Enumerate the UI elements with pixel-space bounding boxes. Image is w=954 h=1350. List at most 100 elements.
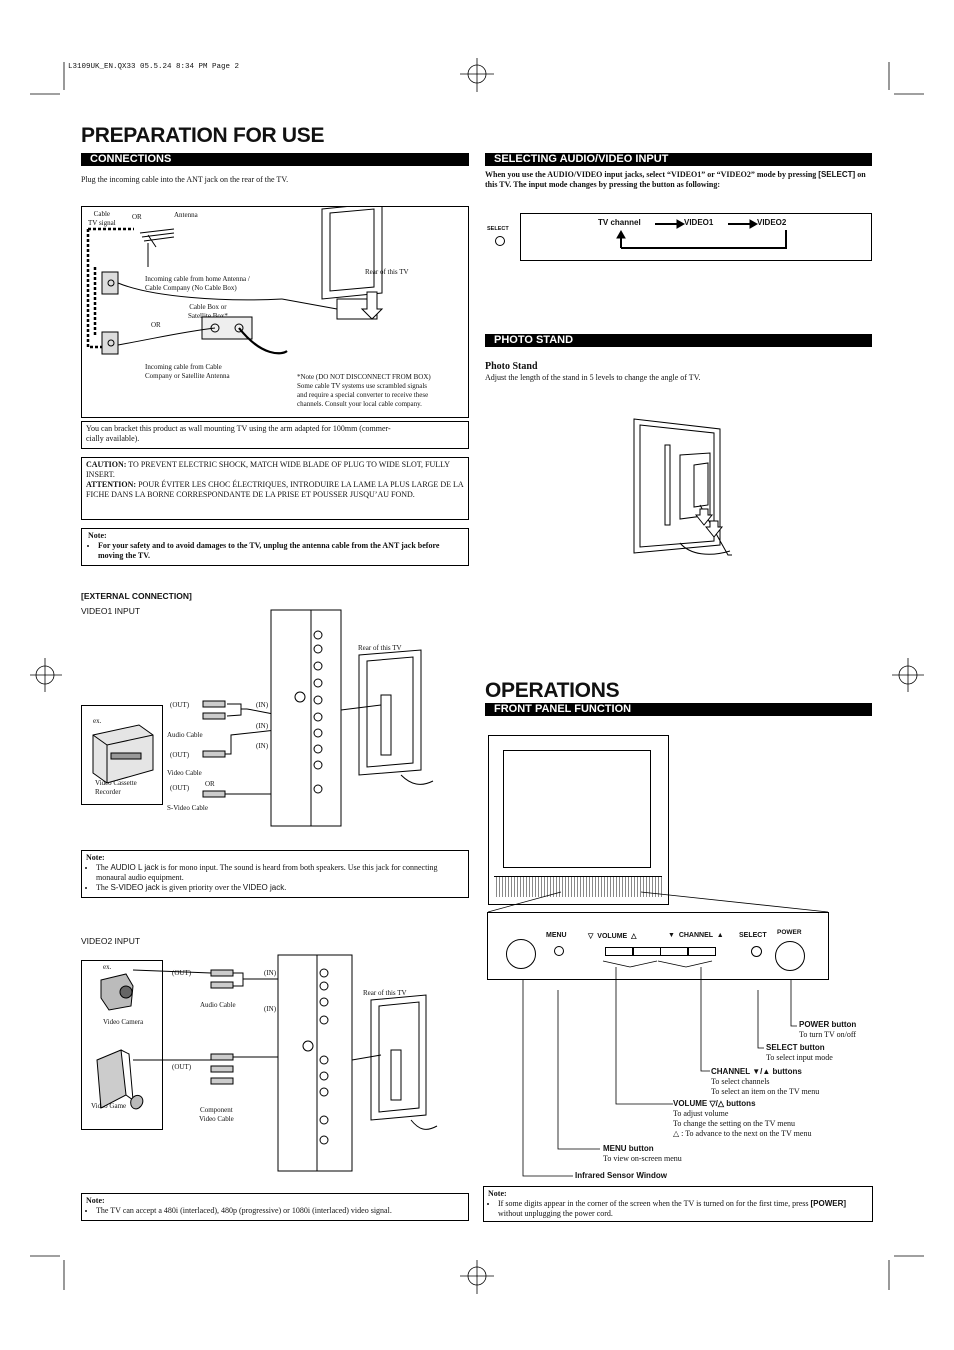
callout-select: SELECT button To select input mode (766, 1043, 833, 1062)
in-label-1: (IN) (256, 701, 269, 709)
page-title-preparation: PREPARATION FOR USE (81, 124, 325, 147)
channel-down-button[interactable] (660, 947, 688, 956)
note-label-3: Note: (86, 1196, 105, 1205)
note-label: Note: (88, 531, 107, 540)
attention-label: ATTENTION: (86, 480, 137, 489)
select-button-label: SELECT (487, 226, 509, 232)
operations-note-text: If some digits appear in the corner of t… (498, 1199, 868, 1219)
video1-input-heading: VIDEO1 INPUT (81, 606, 141, 616)
safety-note-text: For your safety and to avoid damages to … (98, 541, 462, 561)
video1-diagram: ex. Video Cassette Recorder (OUT) (OUT) … (81, 605, 469, 830)
section-photo-stand: PHOTO STAND (485, 334, 872, 347)
component-cable-label: Component Video Cable (199, 1106, 234, 1123)
tv-screen (503, 750, 651, 868)
ex-label-2: ex. (103, 963, 112, 971)
out-label-4: (OUT) (172, 969, 192, 977)
section-selecting: SELECTING AUDIO/VIDEO INPUT (485, 153, 872, 166)
vcr-label: Video Cassette Recorder (95, 779, 137, 796)
section-front-panel: FRONT PANEL FUNCTION (485, 703, 872, 716)
operations-note: Note: If some digits appear in the corne… (483, 1186, 873, 1222)
video2-note: Note: The TV can accept a 480i (interlac… (81, 1193, 469, 1221)
in-label-3: (IN) (256, 742, 269, 750)
or-label-2: OR (151, 321, 161, 329)
rear-tv-label-3: Rear of this TV (363, 989, 407, 997)
video1-illustration (92, 609, 434, 827)
section-connections: CONNECTIONS (81, 153, 469, 166)
note-label-2: Note: (86, 853, 105, 862)
in-label-5: (IN) (264, 1005, 277, 1013)
caution-text: TO PREVENT ELECTRIC SHOCK, MATCH WIDE BL… (86, 460, 450, 479)
volume-down-button[interactable] (605, 947, 633, 956)
descrambler-note: *Note (DO NOT DISCONNECT FROM BOX) Some … (297, 373, 431, 408)
infrared-sensor-window (506, 939, 536, 969)
photo-stand-subtitle: Photo Stand (485, 361, 538, 372)
external-connection-heading: [EXTERNAL CONNECTION] (81, 591, 192, 601)
antenna-label: Antenna (174, 211, 198, 219)
tv-front-illustration (488, 735, 669, 905)
in-label-2: (IN) (256, 722, 269, 730)
callout-channel: CHANNEL ▼/▲ buttons To select channels T… (711, 1067, 820, 1096)
video1-note: Note: The AUDIO L jack is for mono input… (81, 850, 469, 898)
flow-video2: VIDEO2 (757, 218, 787, 227)
antenna-diagram: Cable TV signal OR Antenna Incoming cabl… (81, 206, 469, 418)
out-label-2: (OUT) (170, 751, 190, 759)
menu-label: MENU (546, 932, 567, 939)
select-button[interactable] (495, 236, 505, 246)
video-game-label: Video Game (91, 1102, 127, 1110)
note-label-4: Note: (488, 1189, 507, 1198)
note-item-audio-l: The AUDIO L jack is for mono input. The … (96, 863, 464, 883)
callout-power: POWER button To turn TV on/off (799, 1020, 857, 1039)
photo-stand-text: Adjust the length of the stand in 5 leve… (485, 373, 701, 382)
wall-mount-notice: You can bracket this product as wall mou… (81, 421, 469, 449)
channel-label: ▼ CHANNEL ▲ (668, 932, 724, 939)
out-label-1: (OUT) (170, 701, 190, 709)
source-frame (81, 960, 163, 1130)
connections-intro: Plug the incoming cable into the ANT jac… (81, 175, 289, 184)
caution-box: CAUTION: TO PREVENT ELECTRIC SHOCK, MATC… (81, 457, 469, 520)
selecting-intro: When you use the AUDIO/VIDEO input jacks… (485, 170, 866, 189)
note-item-svideo: The S-VIDEO jack is given priority over … (96, 883, 464, 893)
incoming-home-label: Incoming cable from home Antenna / Cable… (145, 275, 250, 292)
menu-button[interactable] (554, 946, 564, 956)
video2-illustration (96, 954, 438, 1172)
svideo-cable-label: S-Video Cable (167, 804, 208, 812)
panel-select-button[interactable] (751, 946, 762, 957)
video2-input-heading: VIDEO2 INPUT (81, 936, 141, 946)
rear-tv-label: Rear of this TV (365, 268, 409, 276)
callout-volume: VOLUME ▽/△ buttons To adjust volume To c… (673, 1099, 812, 1138)
antenna-illustration (86, 207, 384, 355)
vcr-frame (81, 705, 163, 805)
page-title-operations: OPERATIONS (485, 679, 620, 702)
video2-note-text: The TV can accept a 480i (interlaced), 4… (96, 1206, 464, 1216)
safety-note: Note: For your safety and to avoid damag… (81, 528, 469, 566)
zoom-lines (487, 891, 829, 913)
power-button[interactable] (775, 941, 805, 971)
audio-cable-label-2: Audio Cable (200, 1001, 236, 1009)
attention-text: POUR ÉVITER LES CHOC ÉLECTRIQUES, INTROD… (86, 480, 464, 499)
callout-infrared: Infrared Sensor Window (575, 1171, 667, 1180)
out-label-5: (OUT) (172, 1063, 192, 1071)
video2-diagram: ex. Video Camera Video Game (OUT) (OUT) … (81, 950, 469, 1175)
video-camera-label: Video Camera (103, 1018, 144, 1026)
flow-video1: VIDEO1 (684, 218, 714, 227)
callout-menu: MENU button To view on-screen menu (603, 1144, 682, 1163)
ex-label: ex. (93, 717, 102, 725)
photo-stand-illustration (633, 418, 732, 556)
incoming-cable-label: Incoming cable from Cable Company or Sat… (145, 363, 230, 380)
caution-label: CAUTION: (86, 460, 127, 469)
channel-up-button[interactable] (688, 947, 716, 956)
audio-cable-label: Audio Cable (167, 731, 203, 739)
power-label: POWER (777, 929, 802, 936)
tv-speaker-grille (494, 876, 662, 897)
cable-tv-signal-label: Cable TV signal (88, 210, 116, 227)
video-cable-label: Video Cable (167, 769, 202, 777)
or-label-3: OR (205, 780, 215, 788)
flow-arrows (616, 219, 787, 249)
flow-tv-channel: TV channel (598, 218, 641, 227)
header-slug: L3109UK_EN.QX33 05.5.24 8:34 PM Page 2 (68, 63, 240, 71)
out-label-3: (OUT) (170, 784, 190, 792)
in-label-4: (IN) (264, 969, 277, 977)
select-label: SELECT (739, 932, 767, 939)
or-label: OR (132, 213, 142, 221)
